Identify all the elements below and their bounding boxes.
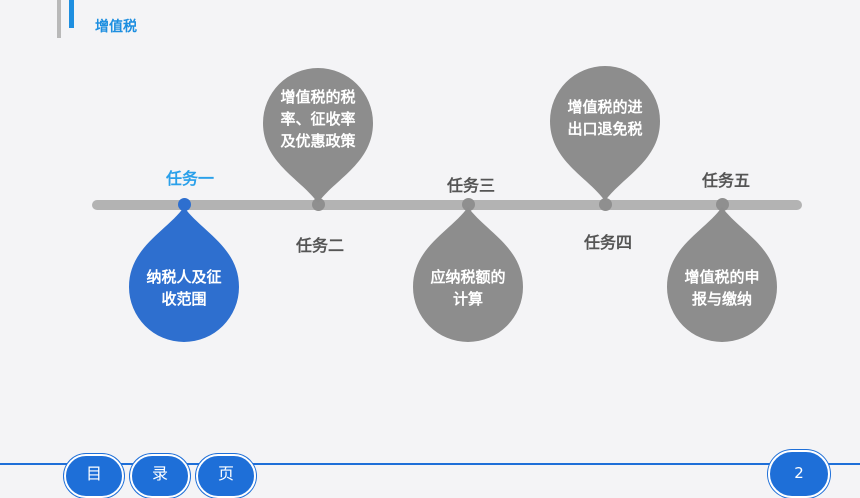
- task-drop-3[interactable]: 应纳税额的 计算: [413, 207, 523, 342]
- task-drop-text-5: 增值税的申 报与缴纳: [684, 268, 760, 308]
- timeline-dot-5: [715, 198, 729, 211]
- drop-shape-1: [129, 207, 239, 342]
- timeline-dot-3: [461, 198, 475, 211]
- header-accent-blue: [69, 0, 74, 28]
- nav-button-mu[interactable]: 目: [64, 454, 124, 498]
- task-drop-2[interactable]: 增值税的税 率、征收率 及优惠政策: [263, 68, 373, 204]
- drop-shape-3: [413, 207, 523, 342]
- task-label-3[interactable]: 任务三: [446, 176, 496, 195]
- footer-line: [0, 463, 860, 465]
- task-label-1[interactable]: 任务一: [165, 169, 215, 188]
- task-drop-5[interactable]: 增值税的申 报与缴纳: [667, 207, 777, 342]
- nav-button-lu[interactable]: 录: [130, 454, 190, 498]
- task-drop-text-1: 纳税人及征 收范围: [146, 268, 222, 308]
- drop-shape-5: [667, 207, 777, 342]
- task-label-2[interactable]: 任务二: [295, 236, 345, 255]
- page-title: 增值税: [95, 19, 137, 35]
- drop-shape-4: [550, 66, 660, 202]
- task-label-4[interactable]: 任务四: [583, 233, 633, 252]
- drop-shape-2: [263, 68, 373, 204]
- timeline-dot-1: [177, 198, 191, 211]
- task-drop-text-2: 增值税的税 率、征收率 及优惠政策: [280, 88, 356, 150]
- nav-button-ye[interactable]: 页: [196, 454, 256, 498]
- task-drop-text-3: 应纳税额的 计算: [430, 268, 506, 308]
- header-accent-gray: [57, 0, 61, 38]
- timeline-track: [92, 200, 802, 210]
- task-label-5[interactable]: 任务五: [701, 171, 751, 190]
- page-number: 2: [768, 450, 830, 498]
- task-drop-text-4: 增值税的进 出口退免税: [567, 98, 643, 138]
- timeline-dot-4: [598, 198, 612, 211]
- timeline-dot-2: [311, 198, 325, 211]
- task-drop-1[interactable]: 纳税人及征 收范围: [129, 207, 239, 342]
- task-drop-4[interactable]: 增值税的进 出口退免税: [550, 66, 660, 202]
